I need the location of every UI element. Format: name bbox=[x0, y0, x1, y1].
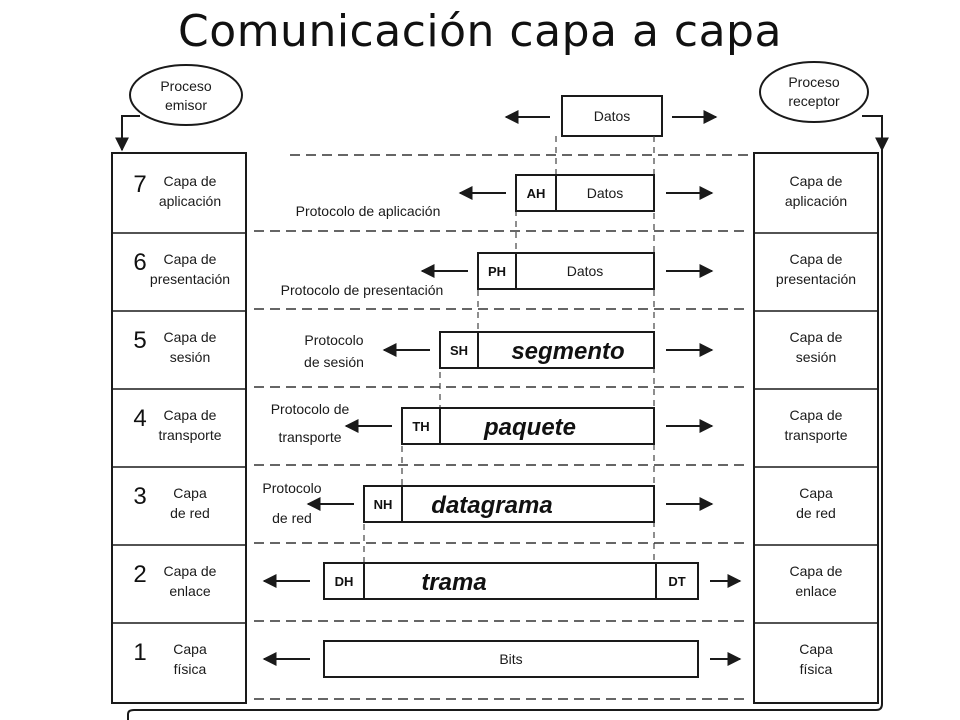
pdu-box-layer-1 bbox=[323, 640, 699, 678]
trailer-label-2: DT bbox=[668, 574, 685, 589]
pdu-box-layer-7 bbox=[515, 174, 655, 212]
sender-process-label-2: emisor bbox=[165, 97, 207, 113]
receiver-loop-line bbox=[862, 115, 883, 148]
receiver-layer-label-3-line2: de red bbox=[796, 505, 836, 521]
payload-label-layer-1: Bits bbox=[499, 651, 522, 667]
header-label-7: AH bbox=[527, 186, 546, 201]
sender-layer-label-4-line1: Capa de bbox=[164, 407, 217, 423]
sender-layer-label-5-line1: Capa de bbox=[164, 329, 217, 345]
sender-layer-label-6-line2: presentación bbox=[150, 271, 230, 287]
pdu-label-layer-3: datagrama bbox=[431, 492, 552, 519]
layer-number-4: 4 bbox=[133, 405, 146, 432]
pdu-box-layer-3 bbox=[363, 485, 655, 523]
protocol-label-layer-4-line2: transporte bbox=[278, 429, 341, 445]
pdu-label-layer-2: trama bbox=[421, 569, 486, 596]
receiver-stack-frame bbox=[753, 152, 879, 704]
sender-layer-label-7-line2: aplicación bbox=[159, 193, 221, 209]
receiver-layer-label-2-line2: enlace bbox=[795, 583, 836, 599]
sender-layer-label-7-line1: Capa de bbox=[164, 173, 217, 189]
top-data-label: Datos bbox=[594, 108, 631, 124]
header-label-4: TH bbox=[412, 419, 429, 434]
protocol-label-layer-5-line1: Protocolo bbox=[304, 332, 363, 348]
sender-layer-label-5-line2: sesión bbox=[170, 349, 210, 365]
receiver-layer-label-1-line2: física bbox=[800, 661, 833, 677]
layer-number-5: 5 bbox=[133, 327, 146, 354]
receiver-layer-label-6-line2: presentación bbox=[776, 271, 856, 287]
receiver-layer-label-7-line2: aplicación bbox=[785, 193, 847, 209]
protocol-label-layer-5-line2: de sesión bbox=[304, 354, 364, 370]
top-data-box bbox=[561, 95, 663, 137]
sender-layer-label-2-line1: Capa de bbox=[164, 563, 217, 579]
physical-link-line bbox=[127, 148, 883, 720]
layer-number-2: 2 bbox=[133, 561, 146, 588]
pdu-label-layer-4: paquete bbox=[483, 414, 576, 441]
sender-process-ellipse bbox=[129, 64, 243, 126]
header-label-5: SH bbox=[450, 343, 468, 358]
header-label-6: PH bbox=[488, 264, 506, 279]
protocol-label-layer-3-line1: Protocolo bbox=[262, 480, 321, 496]
page-title: Comunicación capa a capa bbox=[178, 6, 782, 57]
sender-process-label-1: Proceso bbox=[160, 78, 212, 94]
header-label-3: NH bbox=[374, 497, 393, 512]
receiver-layer-label-4-line1: Capa de bbox=[790, 407, 843, 423]
receiver-layer-label-7-line1: Capa de bbox=[790, 173, 843, 189]
payload-label-layer-6: Datos bbox=[567, 263, 604, 279]
receiver-layer-label-5-line1: Capa de bbox=[790, 329, 843, 345]
receiver-process-label-1: Proceso bbox=[788, 74, 840, 90]
pdu-label-layer-5: segmento bbox=[511, 338, 624, 365]
protocol-label-layer-4-line1: Protocolo de bbox=[271, 401, 350, 417]
sender-loop-line bbox=[121, 115, 140, 148]
layer-number-1: 1 bbox=[133, 639, 146, 666]
pdu-box-layer-4 bbox=[401, 407, 655, 445]
sender-layer-label-4-line2: transporte bbox=[158, 427, 221, 443]
protocol-label-layer-6-line1: Protocolo de presentación bbox=[281, 282, 444, 298]
layer-number-3: 3 bbox=[133, 483, 146, 510]
sender-layer-label-3-line1: Capa bbox=[173, 485, 207, 501]
receiver-layer-label-4-line2: transporte bbox=[784, 427, 847, 443]
pdu-box-layer-6 bbox=[477, 252, 655, 290]
receiver-layer-label-3-line1: Capa bbox=[799, 485, 833, 501]
pdu-box-layer-2 bbox=[323, 562, 699, 600]
receiver-layer-label-2-line1: Capa de bbox=[790, 563, 843, 579]
layer-number-6: 6 bbox=[133, 249, 146, 276]
sender-layer-label-3-line2: de red bbox=[170, 505, 210, 521]
sender-layer-label-6-line1: Capa de bbox=[164, 251, 217, 267]
layer-number-7: 7 bbox=[133, 171, 146, 198]
receiver-process-label-2: receptor bbox=[788, 93, 840, 109]
sender-layer-label-1-line2: física bbox=[174, 661, 207, 677]
protocol-label-layer-3-line2: de red bbox=[272, 510, 312, 526]
sender-stack-frame bbox=[111, 152, 247, 704]
receiver-layer-label-1-line1: Capa bbox=[799, 641, 833, 657]
header-label-2: DH bbox=[335, 574, 354, 589]
sender-layer-label-2-line2: enlace bbox=[169, 583, 210, 599]
receiver-process-ellipse bbox=[759, 61, 869, 123]
receiver-layer-label-5-line2: sesión bbox=[796, 349, 836, 365]
receiver-layer-label-6-line1: Capa de bbox=[790, 251, 843, 267]
sender-layer-label-1-line1: Capa bbox=[173, 641, 207, 657]
protocol-label-layer-7-line1: Protocolo de aplicación bbox=[296, 203, 441, 219]
payload-label-layer-7: Datos bbox=[587, 185, 624, 201]
pdu-box-layer-5 bbox=[439, 331, 655, 369]
